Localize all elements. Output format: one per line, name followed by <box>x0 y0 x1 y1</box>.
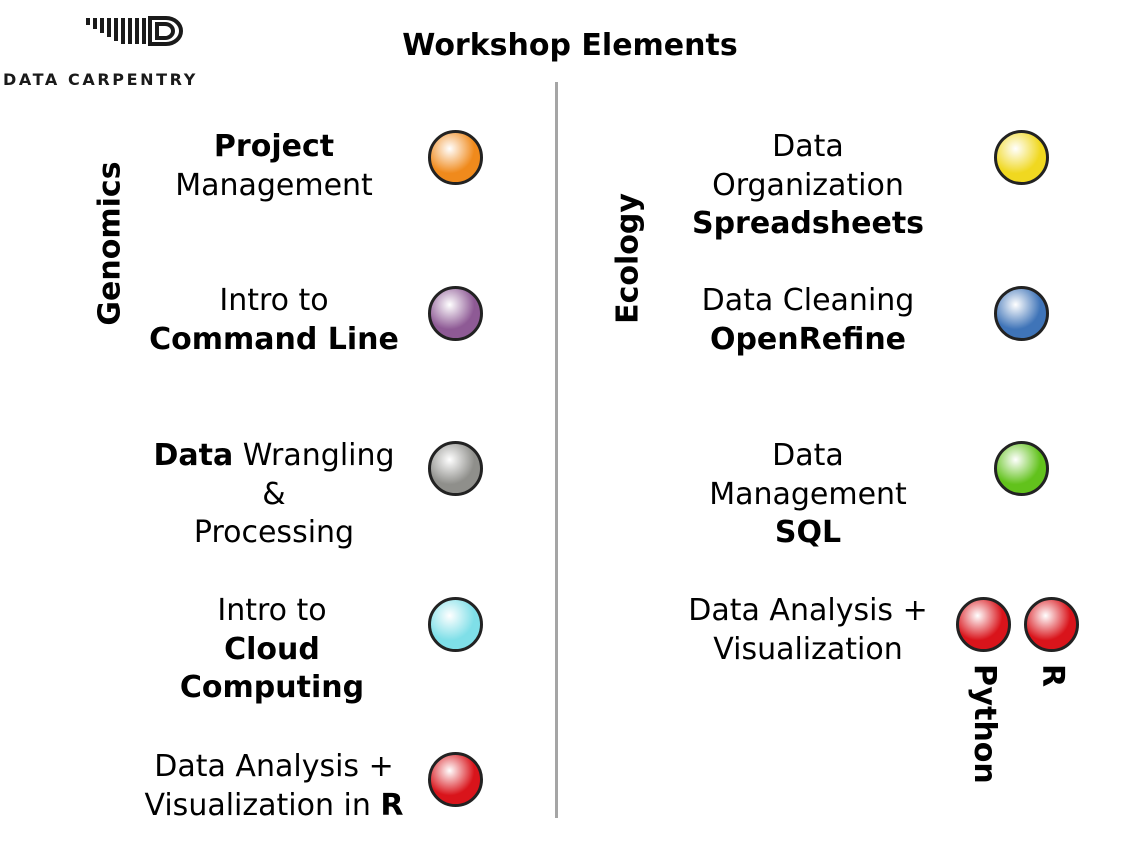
ecology-item-data-cleaning: Data Cleaning OpenRefine <box>663 282 953 359</box>
ecology-dot-data-cleaning <box>994 286 1049 341</box>
item-text-bold: Cloud <box>224 631 320 667</box>
genomics-item-cloud-computing: Intro to Cloud Computing <box>132 592 412 708</box>
genomics-label: Genomics <box>92 161 128 326</box>
page-title: Workshop Elements <box>402 28 738 63</box>
data-carpentry-logo: DATA CARPENTRY <box>0 8 300 89</box>
ecology-item-data-organization: Data Organization Spreadsheets <box>663 128 953 244</box>
item-text-bold: Data <box>153 438 234 473</box>
genomics-dot-cloud-computing <box>428 597 483 652</box>
ecology-dot-python <box>956 597 1011 652</box>
ecology-dot-r <box>1024 597 1079 652</box>
item-text: Data <box>772 129 844 164</box>
tech-label-r: R <box>1035 664 1070 688</box>
item-text: Data Analysis + <box>154 749 394 784</box>
item-text-bold: Computing <box>179 670 365 705</box>
item-text: Organization <box>712 167 904 203</box>
ecology-item-data-management: Data Management SQL <box>663 437 953 553</box>
item-text-bold: Command Line <box>149 321 399 357</box>
genomics-item-data-analysis: Data Analysis + Visualization in R <box>124 748 424 825</box>
item-text-bold: R <box>380 787 404 823</box>
item-text: Visualization in <box>144 787 381 823</box>
genomics-dot-data-wrangling <box>428 441 483 496</box>
item-text: Visualization <box>713 631 903 667</box>
data-carpentry-logo-mark <box>86 16 183 46</box>
item-text: Data <box>772 438 844 473</box>
item-text: Processing <box>193 515 355 550</box>
genomics-dot-command-line <box>428 286 483 341</box>
genomics-dot-data-analysis <box>428 752 483 807</box>
tech-label-python: Python <box>967 664 1002 784</box>
item-text: & <box>262 476 286 512</box>
ecology-label: Ecology <box>610 193 646 324</box>
item-text-bold: Spreadsheets <box>691 206 925 241</box>
item-text: Management <box>175 167 373 203</box>
item-text: Data Cleaning <box>701 283 915 318</box>
ecology-dot-data-management <box>994 441 1049 496</box>
item-text-bold: Project <box>213 129 335 164</box>
genomics-item-project-management: Project Management <box>134 128 414 205</box>
genomics-dot-project-management <box>428 130 483 185</box>
item-text-bold: SQL <box>774 515 842 550</box>
item-text: Intro to <box>217 593 327 628</box>
item-text-bold: OpenRefine <box>709 321 907 357</box>
item-text: Data Analysis + <box>688 593 928 628</box>
column-divider <box>555 82 558 818</box>
logo-text: DATA CARPENTRY <box>3 70 198 89</box>
genomics-item-command-line: Intro to Command Line <box>134 282 414 359</box>
item-text: Wrangling <box>233 438 395 473</box>
ecology-item-data-analysis: Data Analysis + Visualization <box>663 592 953 669</box>
item-text: Intro to <box>219 283 329 318</box>
item-text: Management <box>709 476 907 512</box>
genomics-item-data-wrangling: Data Wrangling & Processing <box>134 437 414 553</box>
ecology-dot-data-organization <box>994 130 1049 185</box>
